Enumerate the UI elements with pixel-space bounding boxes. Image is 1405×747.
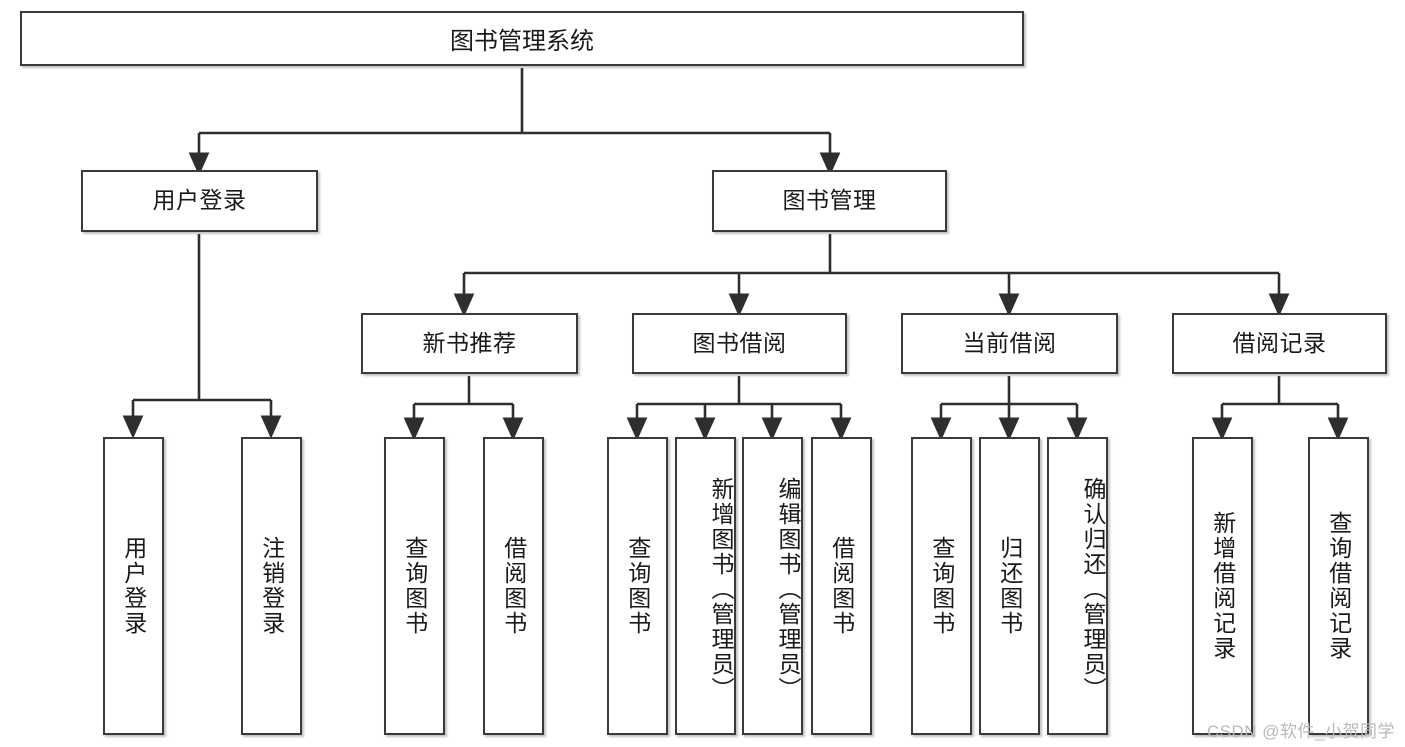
leaf-borrow-record-add-record[interactable]: 新增借阅记录 <box>1192 437 1253 735</box>
leaf-new-book-borrow-book[interactable]: 借阅图书 <box>483 437 544 735</box>
leaf-label: 查询图书 <box>928 536 955 636</box>
node-book-management[interactable]: 图书管理 <box>712 170 947 232</box>
leaf-label: 查询图书 <box>401 536 428 636</box>
leaf-label: 用户登录 <box>120 536 147 636</box>
leaf-current-borrow-return-book[interactable]: 归还图书 <box>979 437 1040 735</box>
leaf-label: 编辑图书（管理员） <box>775 476 801 702</box>
leaf-label: 借阅图书 <box>500 536 527 636</box>
leaf-current-borrow-confirm-return-admin[interactable]: 确认归还（管理员） <box>1047 437 1108 735</box>
leaf-label: 新增借阅记录 <box>1209 511 1236 661</box>
leaf-user-login-login[interactable]: 用户登录 <box>103 437 164 735</box>
leaf-book-borrow-edit-book-admin[interactable]: 编辑图书（管理员） <box>742 437 803 735</box>
leaf-label: 查询图书 <box>624 536 651 636</box>
csdn-watermark: CSDN @软件_小贺同学 <box>1206 722 1395 741</box>
node-borrow-record[interactable]: 借阅记录 <box>1172 313 1387 374</box>
leaf-label: 注销登录 <box>258 536 285 636</box>
leaf-label: 借阅图书 <box>828 536 855 636</box>
node-new-book-recommend[interactable]: 新书推荐 <box>361 313 578 374</box>
leaf-book-borrow-add-book-admin[interactable]: 新增图书（管理员） <box>675 437 736 735</box>
leaf-label: 归还图书 <box>996 536 1023 636</box>
node-book-borrow[interactable]: 图书借阅 <box>632 313 847 374</box>
leaf-label: 查询借阅记录 <box>1325 511 1352 661</box>
leaf-current-borrow-query-book[interactable]: 查询图书 <box>911 437 972 735</box>
leaf-book-borrow-borrow-book[interactable]: 借阅图书 <box>811 437 872 735</box>
leaf-new-book-query-book[interactable]: 查询图书 <box>384 437 445 735</box>
leaf-label: 新增图书（管理员） <box>708 476 734 702</box>
node-root-book-management-system[interactable]: 图书管理系统 <box>20 11 1024 66</box>
leaf-label: 确认归还（管理员） <box>1080 476 1106 702</box>
node-current-borrow[interactable]: 当前借阅 <box>901 313 1118 374</box>
leaf-borrow-record-query-record[interactable]: 查询借阅记录 <box>1308 437 1369 735</box>
node-user-login[interactable]: 用户登录 <box>81 170 318 232</box>
leaf-user-login-logout[interactable]: 注销登录 <box>241 437 302 735</box>
leaf-book-borrow-query-book[interactable]: 查询图书 <box>607 437 668 735</box>
